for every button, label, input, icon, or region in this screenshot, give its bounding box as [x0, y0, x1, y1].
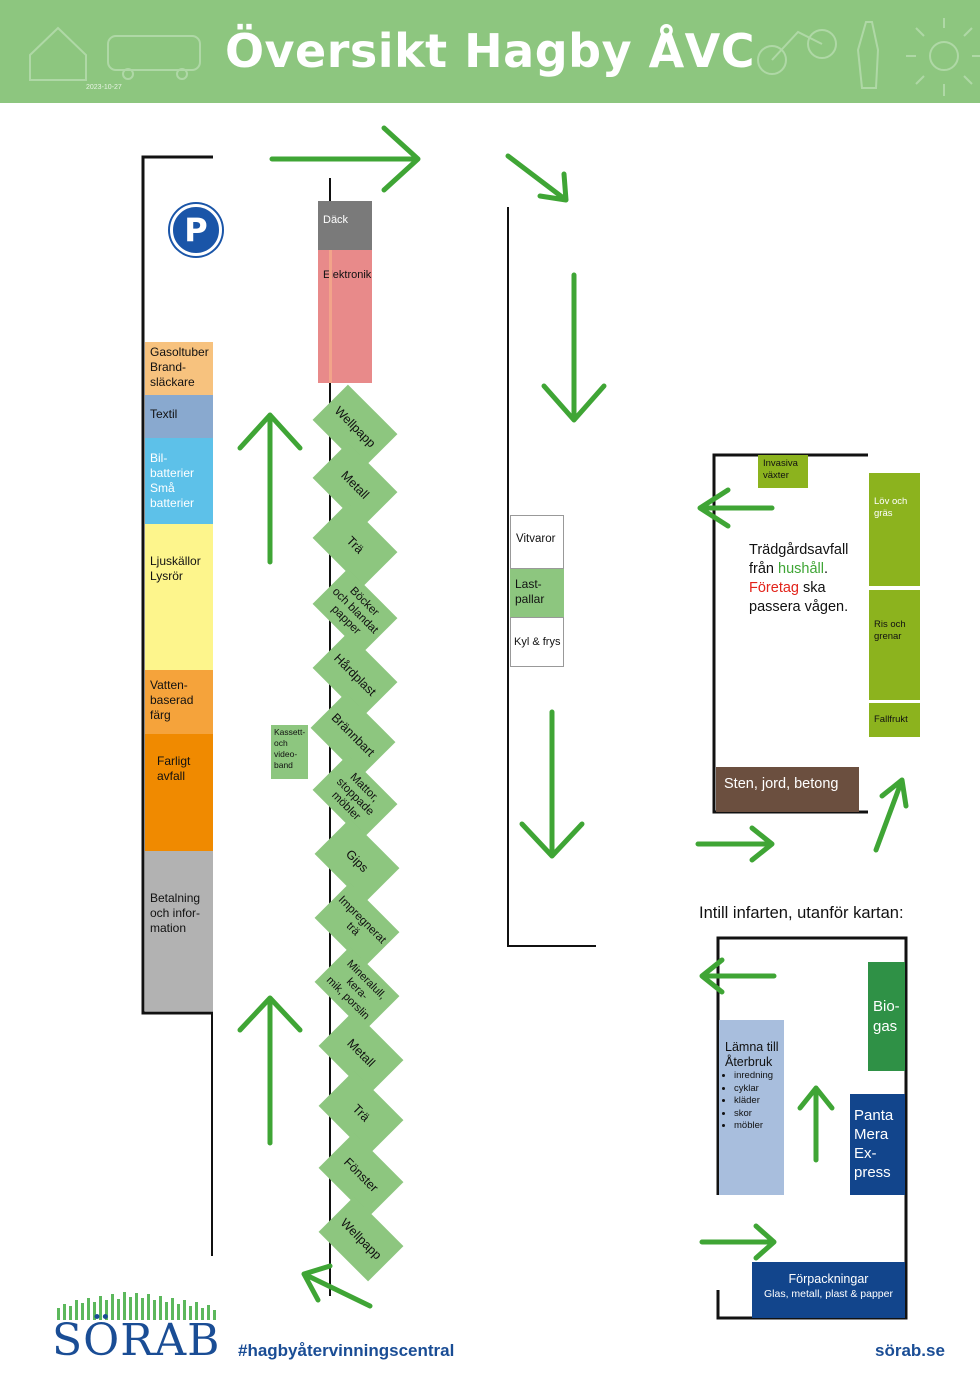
arrow-down-2	[519, 709, 585, 859]
station-batterier: Bil- batterier Små batterier	[145, 438, 213, 524]
container-fonster: Fönster	[318, 1132, 404, 1218]
aterbruk-item: inredning	[734, 1070, 781, 1083]
house-icon	[29, 26, 87, 81]
entrance-outline	[716, 936, 908, 1320]
website-link[interactable]: sörab.se	[875, 1341, 945, 1360]
arrow-entrance-up	[797, 1085, 835, 1163]
aterbruk-item: skor	[734, 1108, 781, 1121]
entrance-heading: Intill infarten, utanför kartan:	[699, 904, 904, 922]
station-betalning: Betalning och infor- mation	[145, 851, 213, 1011]
arrow-down-1	[541, 272, 607, 423]
station-textil: Textil	[145, 395, 213, 438]
container-hardplast: Hårdplast	[312, 632, 398, 718]
forpack-title: Förpackningar	[788, 1272, 869, 1286]
page-title: Översikt Hagby ÅVC	[224, 24, 756, 78]
container-metall-2: Metall	[318, 1010, 404, 1096]
container-impregnerat: Impregnerat trä	[314, 882, 400, 968]
aterbruk-item: möbler	[734, 1120, 781, 1133]
container-bocker: Böcker och blandat papper	[312, 568, 398, 654]
middle-line	[507, 207, 596, 947]
station-invasiva: Invasiva växter	[758, 455, 808, 488]
station-forpackningar: Förpackningar Glas, metall, plast & papp…	[752, 1262, 905, 1318]
station-panta-mera: Panta Mera Ex- press	[850, 1094, 905, 1195]
station-ris-grenar: Ris och grenar	[869, 590, 920, 700]
aterbruk-item: kläder	[734, 1095, 781, 1108]
logo-bars	[57, 1292, 216, 1320]
station-farligt-avfall: Farligt avfall	[145, 734, 213, 851]
station-ljuskallor: Ljuskällor Lysrör	[145, 524, 213, 670]
station-lov-gras: Löv och gräs	[869, 473, 920, 586]
station-sten-jord: Sten, jord, betong	[716, 767, 859, 812]
hashtag-text: #hagbyåtervinningscentral	[238, 1341, 455, 1360]
aterbruk-item: cyklar	[734, 1083, 781, 1096]
station-fallfrukt: Fallfrukt	[869, 703, 920, 737]
bottle-icon	[856, 21, 880, 89]
garden-info-text: Trädgårdsavfall från hushåll. Företag sk…	[749, 542, 849, 615]
station-vattenbaserad-farg: Vatten- baserad färg	[145, 670, 213, 734]
middle-station-column: Vitvaror Last- pallar Kyl & frys	[510, 515, 564, 667]
container-mattor: Mattor, stoppade möbler	[312, 754, 398, 840]
arrow-garden-right	[695, 825, 775, 863]
arrow-entrance-left	[699, 957, 777, 995]
arrow-up-2	[237, 995, 303, 1146]
date-label: 2023-10-27	[86, 84, 122, 91]
container-brannbart: Brännbart	[310, 692, 396, 778]
container-metall-1: Metall	[312, 442, 398, 528]
container-dack: Däck	[318, 201, 372, 250]
arrow-garden-left	[697, 487, 775, 529]
elektronik-stripe	[329, 250, 332, 383]
station-gasoltuber: Gasoltuber Brand- släckare	[145, 342, 213, 395]
container-elektronik: Elektronik	[318, 250, 372, 383]
container-wellpapp-2: Wellpapp	[318, 1196, 404, 1282]
station-aterbruk: Lämna till Återbruk inredning cyklar klä…	[719, 1020, 784, 1195]
arrow-up-1	[237, 412, 303, 565]
left-station-column: Gasoltuber Brand- släckare Textil Bil- b…	[145, 342, 213, 1011]
sorab-logo: SÖRAB	[52, 1315, 221, 1366]
container-tra-2: Trä	[318, 1070, 404, 1156]
container-kassett: Kassett- och video- band	[271, 725, 308, 779]
container-mineralull: Mineralull, kera- mik, porslin	[314, 946, 400, 1032]
station-vitvaror: Vitvaror	[510, 515, 564, 569]
arrow-garden-up	[873, 777, 909, 853]
aterbruk-title: Lämna till Återbruk	[725, 1040, 779, 1069]
bicycle-icon	[757, 45, 787, 75]
station-kyl-frys: Kyl & frys	[510, 617, 564, 667]
arrow-right-top	[269, 125, 421, 193]
station-lastpallar: Last- pallar	[510, 569, 564, 617]
container-gips: Gips	[314, 818, 400, 904]
station-biogas: Bio- gas	[868, 962, 905, 1071]
forpack-subtitle: Glas, metall, plast & papper	[764, 1288, 893, 1300]
parking-icon: P	[170, 204, 222, 256]
bus-icon	[107, 35, 201, 71]
aterbruk-list: inredning cyklar kläder skor möbler	[725, 1070, 781, 1133]
left-wall-line	[141, 155, 213, 1015]
header-banner	[0, 0, 980, 103]
container-tra-1: Trä	[312, 502, 398, 588]
arrow-bottom-diagonal	[301, 1263, 373, 1309]
header-doodles	[29, 18, 980, 96]
container-wellpapp-1: Wellpapp	[312, 384, 398, 470]
arrow-entrance-right	[699, 1223, 777, 1261]
arrow-diagonal-top	[505, 153, 569, 203]
container-elektronik-label: Elektronik	[323, 269, 372, 281]
sun-icon	[929, 41, 959, 71]
